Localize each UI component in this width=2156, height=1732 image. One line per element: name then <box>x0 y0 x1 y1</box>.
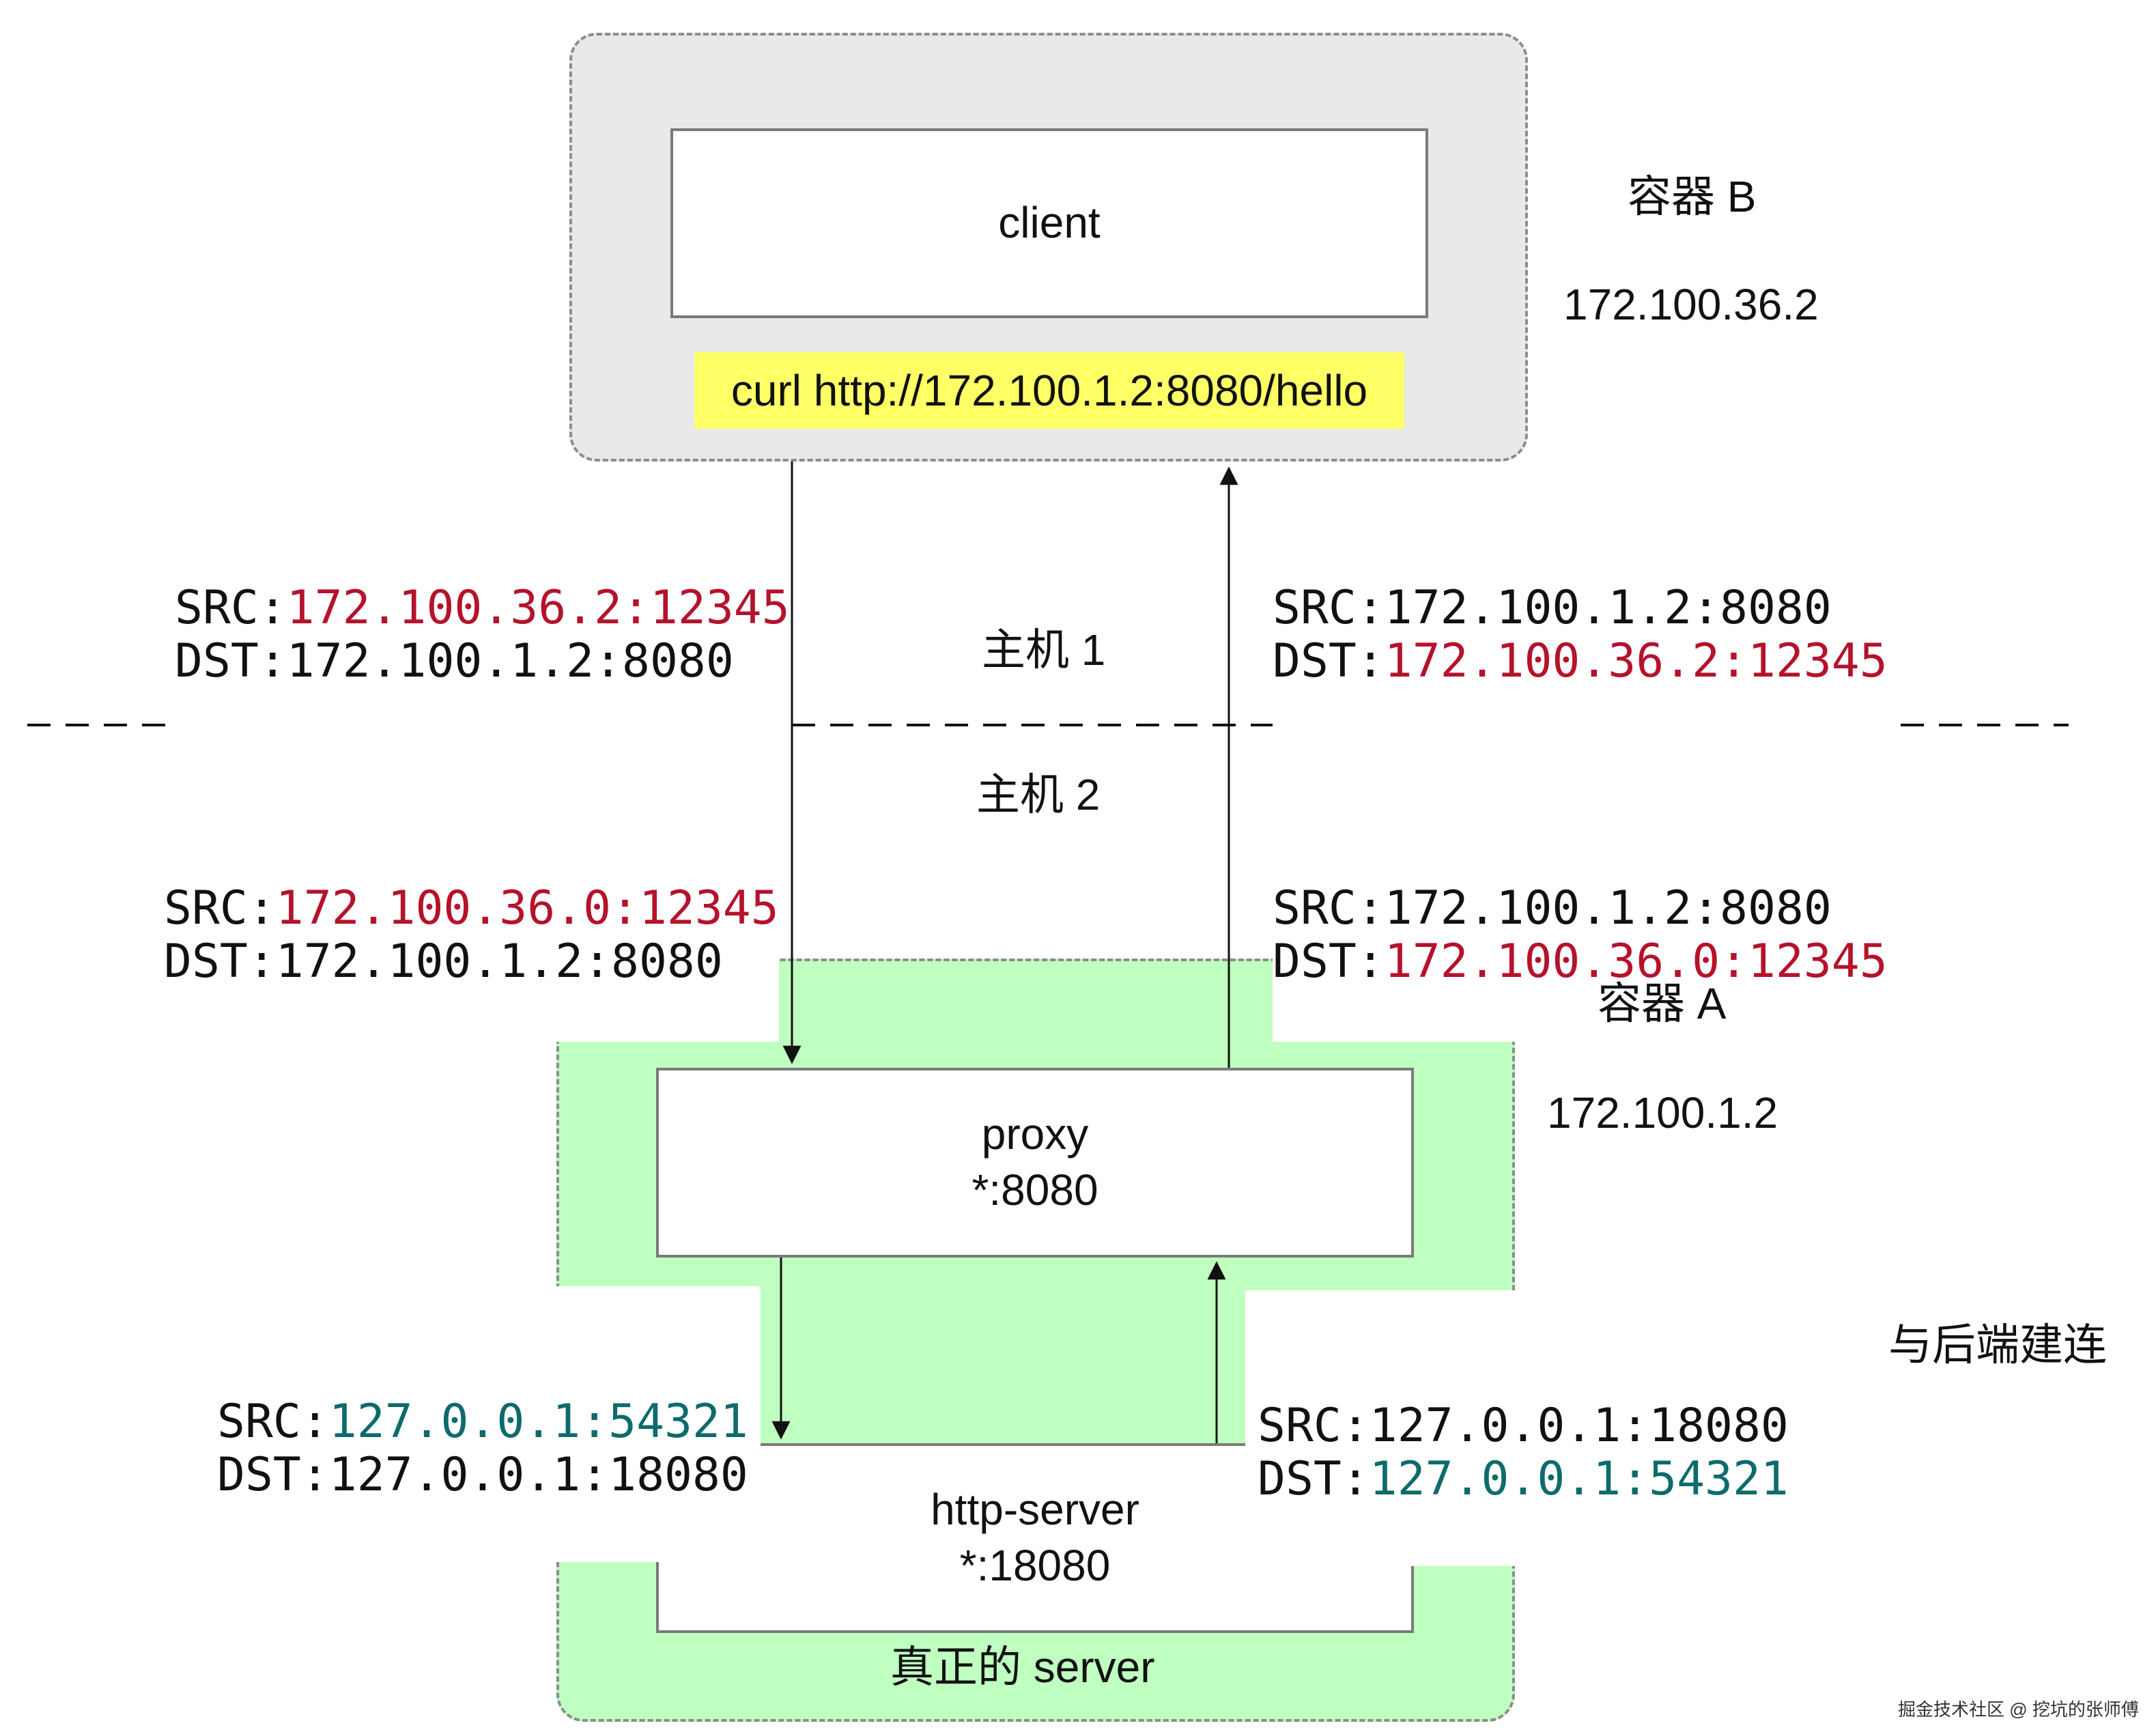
src-address: 127.0.0.1:18080 <box>1369 1399 1789 1453</box>
real-server-label: 真正的 server <box>890 1643 1155 1692</box>
dst-address: 127.0.0.1:54321 <box>1369 1452 1789 1506</box>
src-address: 172.100.1.2:8080 <box>1384 881 1832 935</box>
host2-label: 主机 2 <box>976 770 1101 819</box>
dst-label: DST: <box>164 935 276 989</box>
dst-label: DST: <box>1273 634 1385 688</box>
proxy-box: proxy *:8080 <box>656 1068 1414 1258</box>
backend-connection-note: 与后端建连 <box>1888 1320 2107 1369</box>
proxy-port: *:8080 <box>971 1165 1098 1215</box>
proxy-name: proxy <box>981 1109 1089 1159</box>
dst-address: 172.100.1.2:8080 <box>286 634 734 688</box>
server-port: *:18080 <box>959 1541 1111 1590</box>
src-label: SRC: <box>164 881 276 935</box>
src-label: SRC: <box>1273 881 1385 935</box>
src-address: 172.100.1.2:8080 <box>1384 581 1832 635</box>
dst-label: DST: <box>1273 935 1385 989</box>
dst-label: DST: <box>1258 1452 1370 1506</box>
dst-address: 127.0.0.1:18080 <box>328 1448 748 1502</box>
container-a-ip: 172.100.1.2 <box>1547 1088 1778 1137</box>
dst-label: DST: <box>175 634 287 688</box>
watermark: 掘金技术社区 @ 挖坑的张师傅 <box>1898 1699 2139 1720</box>
host1-label: 主机 1 <box>982 625 1106 675</box>
src-label: SRC: <box>1258 1399 1370 1453</box>
dst-address: 172.100.36.2:12345 <box>1384 634 1888 688</box>
server-name: http-server <box>931 1485 1139 1535</box>
src-label: SRC: <box>1273 581 1385 635</box>
src-label: SRC: <box>217 1395 329 1449</box>
src-label: SRC: <box>175 581 287 635</box>
container-a-title: 容器 A <box>1598 979 1727 1028</box>
client-box: client <box>670 128 1428 318</box>
container-b-ip: 172.100.36.2 <box>1563 280 1819 329</box>
dst-address: 172.100.36.0:12345 <box>1384 935 1888 989</box>
src-address: 172.100.36.0:12345 <box>275 881 779 935</box>
dst-label: DST: <box>217 1448 329 1502</box>
client-label: client <box>998 198 1101 248</box>
dst-address: 172.100.1.2:8080 <box>275 935 723 989</box>
src-address: 127.0.0.1:54321 <box>328 1395 748 1449</box>
src-address: 172.100.36.2:12345 <box>286 581 790 635</box>
curl-command: curl http://172.100.1.2:8080/hello <box>694 352 1404 429</box>
container-b-title: 容器 B <box>1628 172 1757 221</box>
